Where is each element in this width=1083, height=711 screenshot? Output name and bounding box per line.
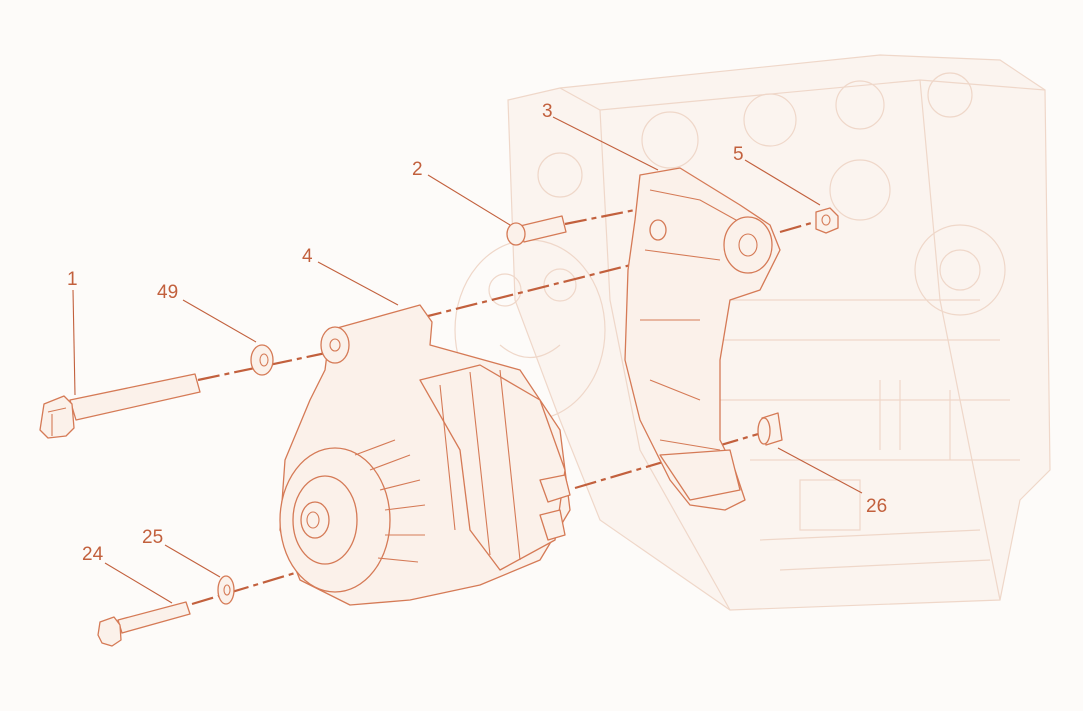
leader-4 — [317, 261, 399, 306]
callout-25: 25 — [142, 527, 163, 548]
callout-3: 3 — [542, 101, 553, 122]
callout-2: 2 — [412, 159, 423, 180]
nut-part-5 — [815, 207, 839, 234]
callout-5: 5 — [733, 144, 744, 165]
callout-4: 4 — [302, 246, 313, 267]
axis-bolt-1 — [197, 348, 341, 382]
leader-lines — [72, 116, 863, 604]
bolt-part-2 — [506, 215, 567, 246]
callout-24: 24 — [82, 544, 104, 565]
leader-24 — [104, 562, 173, 604]
axis-lower-bracket — [574, 430, 766, 490]
alternator-part-4 — [279, 304, 571, 606]
callout-1: 1 — [67, 269, 78, 290]
callout-labels: 1 49 4 2 3 5 26 24 25 — [67, 101, 887, 565]
leader-3 — [552, 116, 659, 171]
axis-bolt-24 — [191, 568, 306, 606]
callout-49: 49 — [157, 282, 178, 303]
callout-26: 26 — [866, 496, 887, 517]
axis-nut-5 — [779, 220, 816, 234]
leader-2 — [427, 174, 511, 226]
bracket-part-3 — [624, 167, 781, 511]
bolt-part-1 — [39, 373, 201, 439]
bolt-part-24 — [97, 601, 191, 647]
leader-1 — [72, 289, 76, 396]
engine-block-background — [507, 54, 1051, 611]
leader-26 — [777, 447, 863, 494]
leader-49 — [182, 299, 257, 343]
spacer-part-26 — [757, 412, 783, 446]
leader-5 — [744, 159, 821, 206]
washer-part-25 — [217, 575, 235, 605]
washer-part-49 — [250, 344, 274, 376]
leader-25 — [164, 544, 221, 578]
